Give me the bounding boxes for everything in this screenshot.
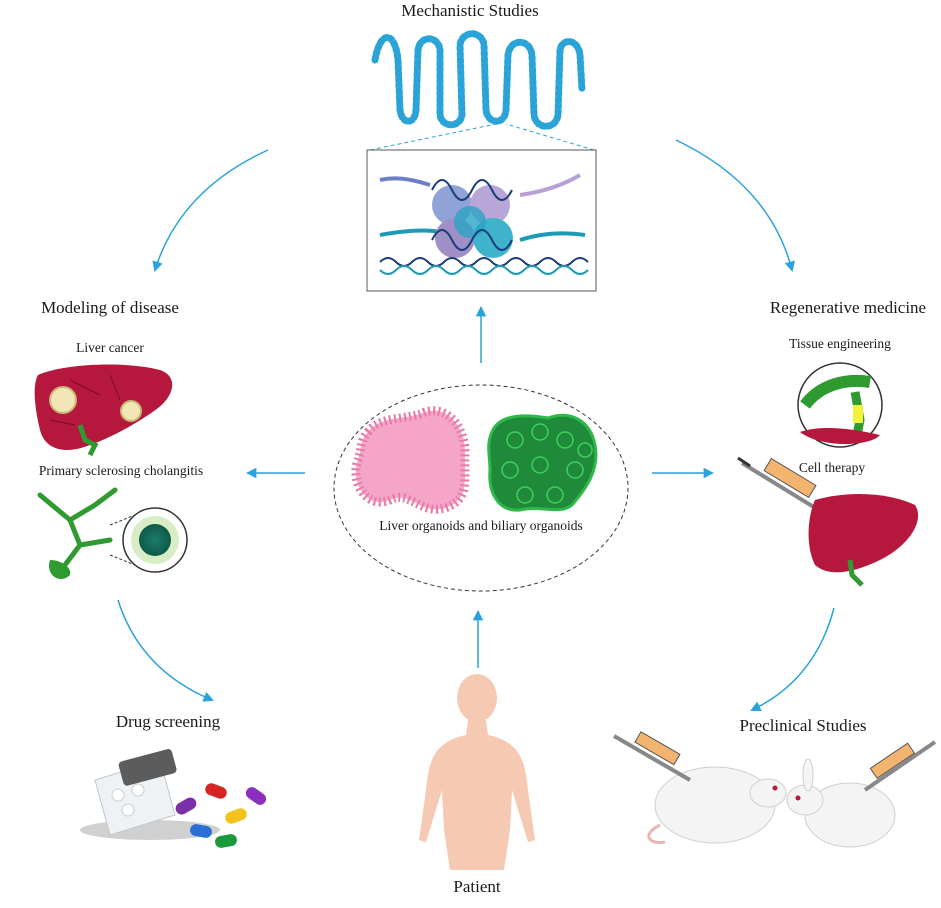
organoids-label: Liver organoids and biliary organoids: [379, 518, 582, 533]
biliary-organoid-image: [487, 413, 598, 512]
arrow-regenerative-to-preclinical: [750, 607, 835, 712]
psc-label: Primary sclerosing cholangitis: [39, 463, 203, 478]
modeling-of-disease-label: Modeling of disease: [41, 298, 179, 317]
nucleosome-box: [366, 149, 597, 292]
arrows: [117, 139, 835, 712]
patient-label: Patient: [453, 877, 500, 896]
drug-screening-image: [80, 749, 267, 848]
cell-therapy-image: [737, 456, 919, 587]
tissue-engineering-label: Tissue engineering: [789, 336, 891, 351]
arrow-modeling-to-drug: [117, 599, 214, 702]
mechanistic-studies-label: Mechanistic Studies: [401, 1, 538, 20]
cell-therapy-label: Cell therapy: [799, 460, 866, 475]
patient-silhouette: [419, 674, 535, 870]
tissue-engineering-image: [797, 362, 883, 448]
preclinical-animals-image: [612, 731, 937, 848]
liver-cancer-label: Liver cancer: [76, 340, 144, 355]
arrow-mech-to-modeling: [152, 149, 269, 273]
regenerative-medicine-label: Regenerative medicine: [770, 298, 926, 317]
psc-image: [37, 487, 188, 580]
liver-cancer-image: [34, 364, 173, 457]
chromatin-fiber-image: [369, 30, 595, 151]
preclinical-studies-label: Preclinical Studies: [739, 716, 866, 735]
arrow-mech-to-regenerative: [675, 139, 795, 273]
drug-screening-label: Drug screening: [116, 712, 221, 731]
organoids-panel: [333, 384, 629, 592]
liver-organoid-image: [351, 406, 470, 514]
